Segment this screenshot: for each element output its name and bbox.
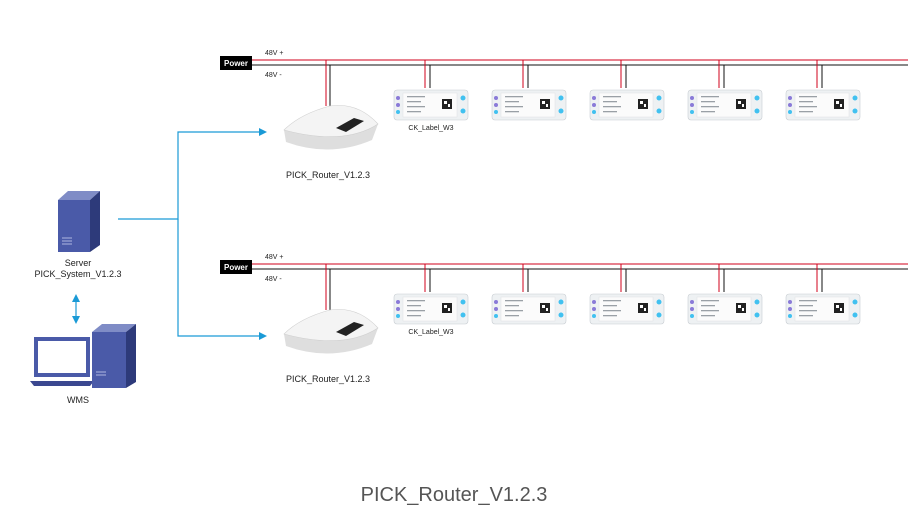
network-connectors: [72, 128, 267, 340]
label-device-icon: [687, 60, 763, 121]
router-label: PICK_Router_V1.2.3: [286, 170, 370, 180]
label-device-icon: [589, 264, 665, 325]
power-label: Power: [224, 263, 248, 272]
diagram-caption: PICK_Router_V1.2.3: [360, 484, 548, 506]
label-device-icon: [393, 60, 469, 121]
power-label: Power: [224, 59, 248, 68]
label-device-icon: [491, 264, 567, 325]
label-device-icon: [589, 60, 665, 121]
workstation-icon: [30, 324, 136, 388]
label-device-icon: [785, 60, 861, 121]
label-device-icon: [393, 264, 469, 325]
server-system-label: PICK_System_V1.2.3: [34, 269, 121, 279]
router-label: PICK_Router_V1.2.3: [286, 374, 370, 384]
voltage-minus-label: 48V -: [265, 72, 282, 79]
server-icon: [58, 191, 100, 252]
device-row: Power 48V + 48V - PICK_Router_V1.2.3 CK_Labe…: [220, 254, 908, 384]
label-caption: CK_Label_W3: [408, 125, 453, 132]
label-device-icon: [491, 60, 567, 121]
device-row: Power 48V + 48V - PICK_Router_V1.2.3 CK_Labe…: [220, 50, 908, 180]
label-caption: CK_Label_W3: [408, 329, 453, 336]
router-icon: [283, 309, 379, 354]
voltage-minus-label: 48V -: [265, 276, 282, 283]
power-box: [220, 56, 252, 70]
label-device-icon: [785, 264, 861, 325]
router-icon: [283, 105, 379, 150]
server-label: Server: [65, 258, 92, 268]
voltage-plus-label: 48V +: [265, 254, 284, 261]
label-device-icon: [687, 264, 763, 325]
voltage-plus-label: 48V +: [265, 50, 284, 57]
wms-label: WMS: [67, 395, 89, 405]
power-box: [220, 260, 252, 274]
